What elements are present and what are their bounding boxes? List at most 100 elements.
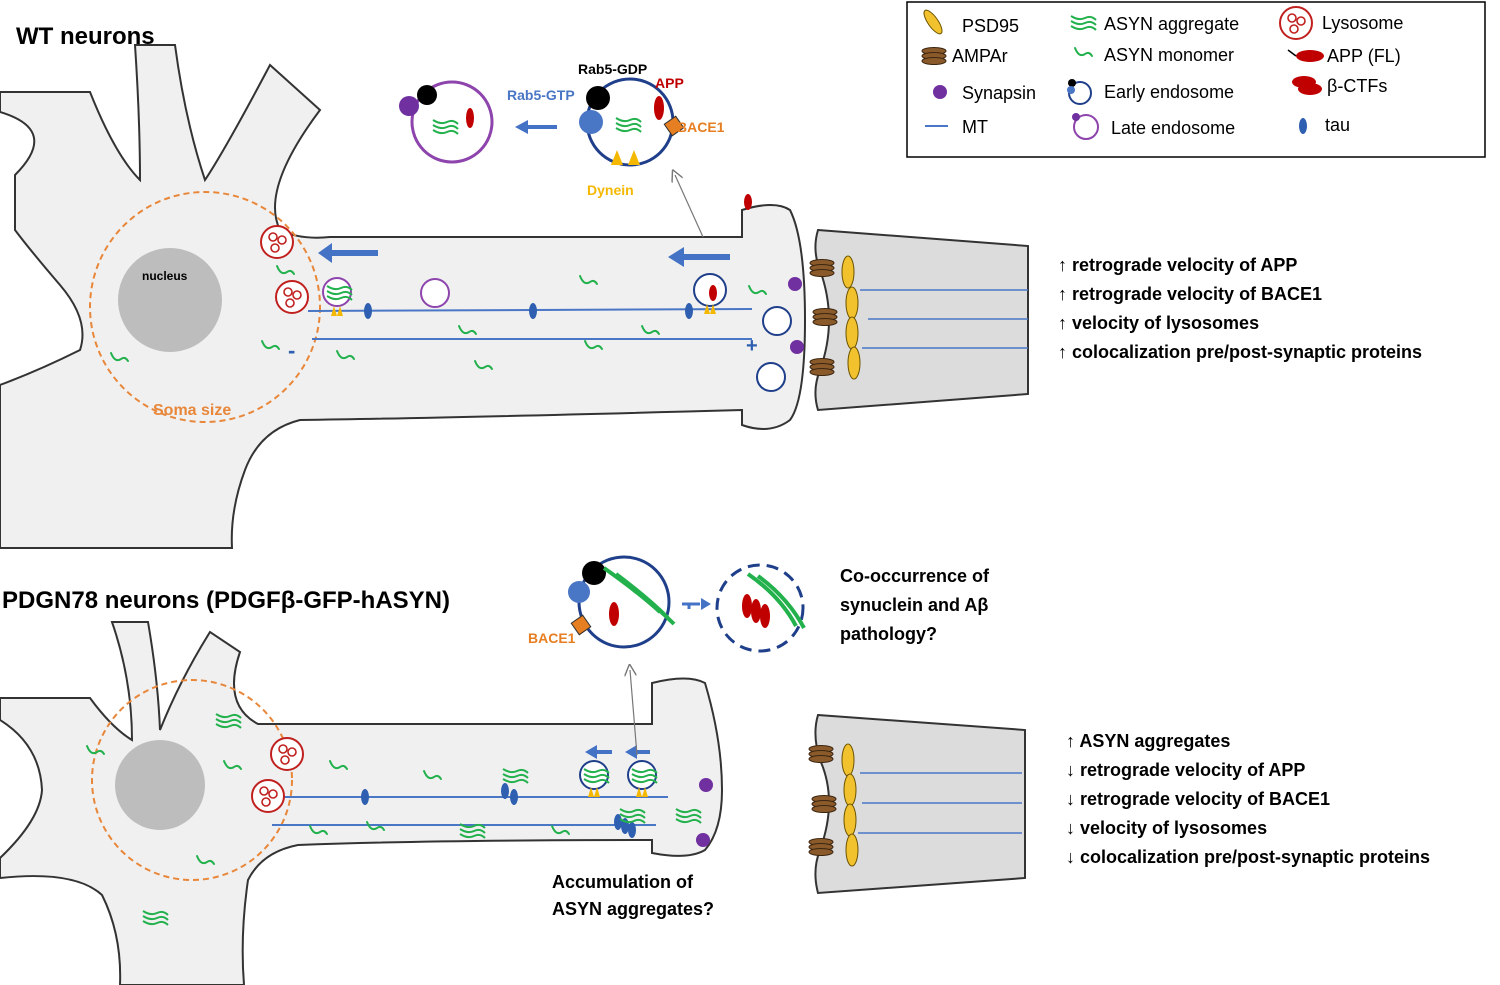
retrograde-arrow <box>625 745 650 759</box>
bace1-label: BACE1 <box>677 119 725 135</box>
app-fl <box>466 108 474 128</box>
bace1 <box>663 115 685 137</box>
bace1-label: BACE1 <box>528 630 576 646</box>
psd95 <box>847 346 861 380</box>
finding: ↑ retrograde velocity of BACE1 <box>1058 284 1322 304</box>
asyn-aggregate <box>602 566 676 626</box>
legend-label: AMPAr <box>952 46 1008 66</box>
psd95 <box>841 743 855 777</box>
app-label: APP <box>655 75 684 91</box>
app-fl-icon <box>1296 50 1324 62</box>
tau-icon <box>1299 118 1307 134</box>
asyn-aggregate <box>583 768 610 784</box>
ampar <box>808 745 834 763</box>
membrane-anchor-icon <box>1287 49 1297 57</box>
psd95 <box>845 833 859 867</box>
rab5-gdp <box>582 561 606 585</box>
psd95-icon <box>923 9 943 35</box>
wt-postsynaptic-terminal <box>814 228 1029 412</box>
endosome-maturation-arrow <box>515 120 557 134</box>
rab5-gdp <box>417 85 437 105</box>
legend-box <box>906 1 1486 158</box>
tau <box>614 814 622 830</box>
finding: ↑ colocalization pre/post-synaptic prote… <box>1058 342 1422 362</box>
app-fl <box>654 96 664 120</box>
psd95 <box>845 316 859 350</box>
beta-ctfs <box>760 604 770 628</box>
nucleus <box>115 740 205 830</box>
synapsin <box>788 277 802 291</box>
lysosome <box>251 779 285 813</box>
soma-size-ring <box>89 191 321 423</box>
nucleus-label: nucleus <box>142 269 188 283</box>
pdgn-postsynaptic-terminal <box>814 713 1026 895</box>
wt-endosome-inset: Rab5-GDP Rab5-GTP APP BACE1 Dynein <box>399 61 725 198</box>
legend-label: Late endosome <box>1111 118 1235 138</box>
wt-title: WT neurons <box>16 23 155 50</box>
ampar <box>809 259 835 277</box>
legend-label: β-CTFs <box>1327 76 1387 96</box>
wt-panel: WT neurons nucleus Soma size - + <box>0 23 1029 549</box>
app-fl <box>609 602 619 626</box>
asyn-aggregate <box>619 808 646 824</box>
synapsin <box>790 340 804 354</box>
tau <box>501 783 509 799</box>
legend-label: MT <box>962 117 988 137</box>
rab5-gtp <box>568 581 590 603</box>
asyn-aggregate <box>459 823 486 839</box>
psd95 <box>841 255 855 289</box>
ampar <box>812 308 838 326</box>
finding: ↓ retrograde velocity of BACE1 <box>1066 789 1330 809</box>
beta-ctfs <box>742 594 752 618</box>
asyn-aggregate <box>746 572 806 629</box>
soma-size-ring <box>91 679 293 881</box>
nucleus <box>118 248 222 352</box>
psd95 <box>845 286 859 320</box>
plus-end-label: + <box>746 335 758 357</box>
asyn-aggregate <box>432 119 459 135</box>
tau <box>364 303 372 319</box>
pdgn-endosome-inset: BACE1 Co-occurrence of synuclein and Aβ … <box>528 555 990 653</box>
finding: ↓ colocalization pre/post-synaptic prote… <box>1066 847 1430 867</box>
finding: ↑ velocity of lysosomes <box>1058 313 1259 333</box>
synapsin-icon <box>933 85 947 99</box>
dynein-motor <box>628 150 640 165</box>
finding: ↓ velocity of lysosomes <box>1066 818 1267 838</box>
lysosome <box>270 737 304 771</box>
zoom-arrow <box>675 175 704 238</box>
tau <box>685 303 693 319</box>
ampar <box>811 795 837 813</box>
retrograde-arrow <box>318 243 378 263</box>
wt-findings: ↑ retrograde velocity of APP ↑ retrograd… <box>1058 255 1422 362</box>
retrograde-arrow <box>668 247 730 267</box>
finding: ↑ ASYN aggregates <box>1066 731 1230 751</box>
psd95 <box>843 773 857 807</box>
accumulation-label: ASYN aggregates? <box>552 899 714 919</box>
synapsin <box>399 96 419 116</box>
rab5-gtp-icon <box>1067 86 1075 94</box>
ampar <box>808 838 834 856</box>
endosome <box>756 362 786 392</box>
arrow-shaft <box>682 602 700 609</box>
rab5-gdp <box>586 86 610 110</box>
late-endosome <box>420 278 450 308</box>
accumulation-label: Accumulation of <box>552 872 694 892</box>
beta-ctfs-icon <box>1298 83 1322 95</box>
asyn-aggregate <box>631 768 658 784</box>
retrograde-arrow <box>585 745 612 759</box>
early-endosome <box>627 760 657 790</box>
asyn-aggregate <box>215 713 242 729</box>
dynein-motor <box>611 150 623 165</box>
legend-label: ASYN aggregate <box>1104 14 1239 34</box>
bace1 <box>570 614 592 636</box>
legend-label: PSD95 <box>962 16 1019 36</box>
zoom-arrow <box>630 670 638 756</box>
legend: PSD95 AMPAr Synapsin MT ASYN aggregate A… <box>906 1 1486 158</box>
asyn-aggregate <box>326 285 353 301</box>
rab5-gtp-label: Rab5-GTP <box>507 87 575 103</box>
asyn-aggregate <box>142 910 169 926</box>
synapsin <box>696 833 710 847</box>
early-endosome <box>579 760 609 790</box>
late-endosome <box>322 277 352 307</box>
